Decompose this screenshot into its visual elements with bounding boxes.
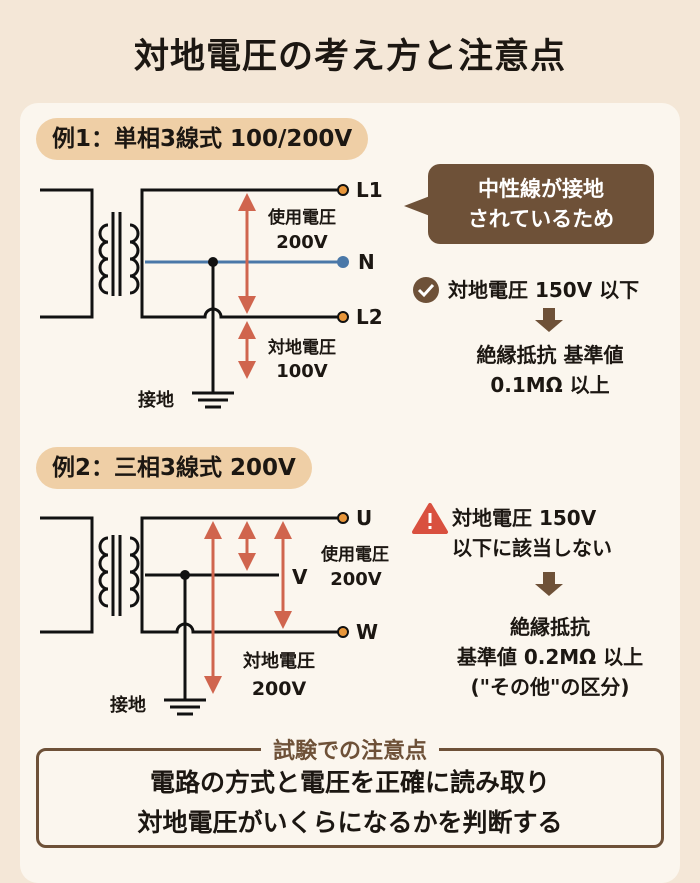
ground-voltage-label: 対地電圧: [242, 650, 315, 672]
primary-winding-wire: [40, 516, 94, 634]
result2-line3: ("その他"の区分): [470, 675, 630, 699]
check-icon: [413, 277, 439, 303]
terminal-w-label: W: [356, 620, 378, 644]
terminal-l1-label: L1: [356, 178, 383, 202]
junction-dot: [208, 257, 218, 267]
warning-icon: [412, 503, 448, 534]
result1-line1: 絶縁抵抗 基準値: [476, 343, 624, 367]
ground-voltage-value: 100V: [276, 361, 328, 382]
terminal-n-label: N: [358, 250, 375, 274]
result2-line2: 基準値 0.2MΩ 以上: [456, 645, 644, 669]
use-voltage-value: 200V: [276, 232, 328, 253]
terminal-u-dot: [337, 512, 349, 524]
example2-heading: 例2：三相3線式 200V: [36, 447, 312, 489]
warning-text: 対地電圧 150V 以下に該当しない: [452, 503, 612, 563]
terminal-l2-dot: [337, 311, 349, 323]
note-line1: 電路の方式と電圧を正確に読み取り: [149, 768, 550, 797]
warning-line2: 以下に該当しない: [452, 536, 612, 560]
down-arrow-icon: [535, 308, 563, 332]
primary-coil-icon: [98, 223, 109, 295]
primary-winding-wire: [40, 188, 94, 319]
use-voltage-label: 使用電圧: [267, 207, 336, 228]
result1-line2: 0.1MΩ 以上: [490, 373, 610, 397]
terminal-u-label: U: [356, 506, 372, 530]
primary-coil-icon: [98, 536, 109, 608]
terminal-l1-dot: [337, 184, 349, 196]
ground-voltage-value: 200V: [252, 678, 307, 700]
result1: 絶縁抵抗 基準値 0.1MΩ 以上: [430, 340, 670, 400]
terminal-n-dot: [337, 256, 349, 268]
bubble-line2: されているため: [467, 207, 615, 231]
ground-label: 接地: [110, 694, 146, 716]
down-arrow-icon: [535, 572, 563, 596]
terminal-w-dot: [337, 626, 349, 638]
terminal-l2-label: L2: [356, 305, 383, 329]
junction-dot: [180, 570, 190, 580]
exam-note-box: 試験での注意点 電路の方式と電圧を正確に読み取り 対地電圧がいくらになるかを判断…: [36, 733, 664, 848]
note-line2: 対地電圧がいくらになるかを判断する: [137, 808, 563, 837]
ground-label: 接地: [138, 389, 174, 411]
secondary-coil-icon: [129, 223, 140, 295]
ground-voltage-label: 対地電圧: [267, 337, 336, 358]
l1-l2-wire: [140, 188, 340, 319]
single-phase-diagram: [40, 184, 349, 409]
terminal-v-label: V: [292, 565, 308, 589]
use-voltage-label: 使用電圧: [320, 544, 389, 565]
u-w-wire: [140, 516, 340, 634]
check-text: 対地電圧 150V 以下: [448, 278, 640, 302]
secondary-coil-icon: [129, 536, 140, 608]
note-heading: 試験での注意点: [260, 733, 440, 765]
three-phase-diagram: [40, 512, 349, 716]
use-voltage-value: 200V: [330, 569, 382, 590]
example1-heading: 例1：単相3線式 100/200V: [36, 118, 369, 160]
reason-bubble: 中性線が接地 されているため: [404, 164, 654, 244]
bubble-line1: 中性線が接地: [478, 177, 604, 201]
result2-line1: 絶縁抵抗: [510, 615, 590, 639]
warning-line1: 対地電圧 150V: [452, 506, 597, 530]
result2: 絶縁抵抗 基準値 0.2MΩ 以上 ("その他"の区分): [420, 612, 680, 702]
page-title: 対地電圧の考え方と注意点: [133, 37, 566, 77]
